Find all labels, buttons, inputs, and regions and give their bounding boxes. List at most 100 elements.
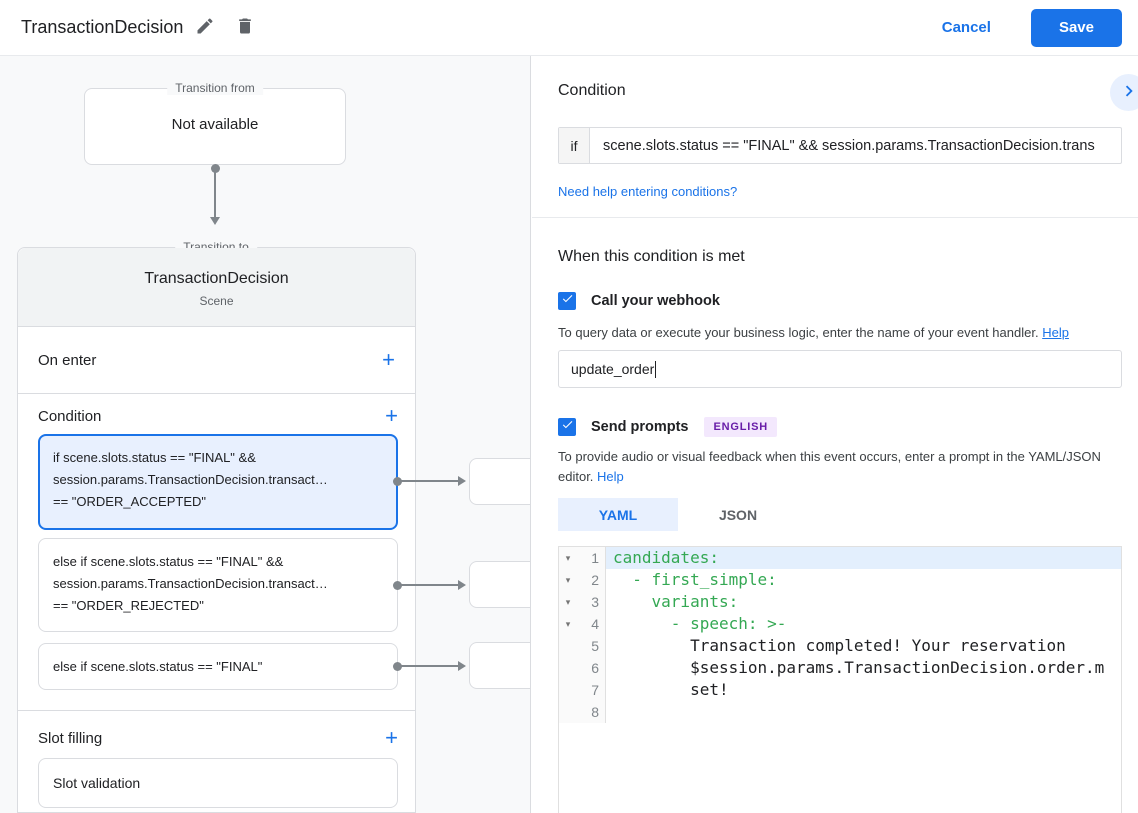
add-slot-icon[interactable]: + — [385, 725, 398, 750]
chevron-right-icon — [1118, 80, 1138, 105]
code-text: - first_simple: — [613, 570, 777, 589]
connector-dot — [393, 477, 402, 486]
tab-json[interactable]: JSON — [718, 506, 758, 523]
condition-card-line: else if scene.slots.status == "FINAL" && — [53, 554, 284, 569]
condition-help-link[interactable]: Need help entering conditions? — [558, 184, 738, 199]
webhook-description-text: To query data or execute your business l… — [558, 325, 1039, 340]
condition-card-line: session.params.TransactionDecision.trans… — [53, 576, 328, 591]
gutter-cell: ▾4 — [559, 613, 606, 635]
scene-header[interactable]: TransactionDecision Scene — [18, 248, 415, 327]
slot-validation-card[interactable]: Slot validation — [38, 758, 398, 808]
gutter-cell: 8 — [559, 701, 606, 723]
when-met-heading: When this condition is met — [558, 248, 745, 265]
trash-icon — [235, 16, 255, 39]
fold-caret-icon[interactable]: ▾ — [565, 553, 571, 563]
tab-yaml[interactable]: YAML — [558, 498, 678, 531]
code-text: Transaction completed! Your reservation — [613, 636, 1066, 655]
code-line[interactable]: 5 Transaction completed! Your reservatio… — [559, 635, 1121, 657]
fold-caret-icon[interactable]: ▾ — [565, 619, 571, 629]
call-webhook-checkbox[interactable] — [558, 292, 576, 310]
condition-card-accepted[interactable]: if scene.slots.status == "FINAL" && sess… — [38, 434, 398, 530]
gutter-cell: 7 — [559, 679, 606, 701]
call-webhook-row: Call your webhook — [558, 292, 720, 310]
code-line[interactable]: 8 — [559, 701, 1121, 723]
transition-target-box[interactable] — [469, 458, 530, 505]
connector-line — [400, 665, 458, 667]
call-webhook-label: Call your webhook — [591, 293, 720, 309]
code-text — [606, 701, 1121, 723]
add-on-enter-icon[interactable]: + — [382, 347, 395, 372]
code-line[interactable]: ▾4 - speech: >- — [559, 613, 1121, 635]
gutter-cell: ▾1 — [559, 547, 606, 569]
collapse-panel-button[interactable] — [1110, 74, 1138, 111]
condition-expression-field[interactable]: if scene.slots.status == "FINAL" && sess… — [558, 127, 1122, 164]
save-button[interactable]: Save — [1030, 8, 1122, 47]
condition-card-line: if scene.slots.status == "FINAL" && — [53, 450, 256, 465]
arrow-right-icon — [458, 476, 466, 486]
prompt-code-editor[interactable]: ▾1 candidates: ▾2 - first_simple: ▾3 var… — [558, 546, 1122, 813]
gutter-cell: ▾3 — [559, 591, 606, 613]
code-line[interactable]: 7 set! — [559, 679, 1121, 701]
condition-card-line: session.params.TransactionDecision.trans… — [53, 472, 328, 487]
edit-title-button[interactable] — [187, 10, 223, 46]
gutter-cell: ▾2 — [559, 569, 606, 591]
transition-target-box[interactable] — [469, 561, 530, 608]
webhook-help-link[interactable]: Help — [1042, 325, 1069, 340]
send-prompts-row: Send prompts ENGLISH — [558, 417, 777, 437]
top-bar-actions: Cancel Save — [926, 8, 1122, 47]
arrow-right-icon — [458, 661, 466, 671]
line-number: 6 — [591, 660, 599, 676]
condition-label: Condition — [38, 407, 102, 425]
connector-dot — [393, 581, 402, 590]
arrow-right-icon — [458, 580, 466, 590]
line-number: 3 — [591, 594, 599, 610]
condition-card-final[interactable]: else if scene.slots.status == "FINAL" — [38, 643, 398, 690]
fold-caret-icon[interactable]: ▾ — [565, 597, 571, 607]
top-bar: TransactionDecision Cancel Save — [0, 0, 1138, 56]
text-cursor — [655, 360, 657, 378]
code-line[interactable]: ▾2 - first_simple: — [559, 569, 1121, 591]
page-title: TransactionDecision — [21, 17, 184, 37]
arrow-down-icon — [210, 217, 220, 225]
transition-from-text: Not available — [171, 116, 259, 133]
code-line[interactable]: ▾3 variants: — [559, 591, 1121, 613]
connector-line — [400, 480, 458, 482]
code-line[interactable]: 6 $session.params.TransactionDecision.or… — [559, 657, 1121, 679]
code-text: $session.params.TransactionDecision.orde… — [613, 658, 1105, 677]
line-number: 1 — [591, 550, 599, 566]
code-text: variants: — [613, 592, 739, 611]
panel-condition-heading: Condition — [558, 82, 626, 99]
line-number: 4 — [591, 616, 599, 632]
on-enter-section[interactable]: On enter + — [18, 327, 415, 394]
scene-type-label: Scene — [199, 294, 234, 308]
send-prompts-checkbox[interactable] — [558, 418, 576, 436]
transition-target-box[interactable] — [469, 642, 530, 689]
code-line[interactable]: ▾1 candidates: — [559, 547, 1121, 569]
add-condition-icon[interactable]: + — [385, 403, 398, 428]
condition-card-line: == "ORDER_REJECTED" — [53, 598, 204, 613]
webhook-description: To query data or execute your business l… — [558, 323, 1114, 343]
fold-caret-icon[interactable]: ▾ — [565, 575, 571, 585]
code-text: set! — [613, 680, 729, 699]
condition-expression-input[interactable]: scene.slots.status == "FINAL" && session… — [603, 137, 1095, 154]
on-enter-label: On enter — [38, 351, 97, 369]
gutter-cell: 6 — [559, 657, 606, 679]
condition-card-line: == "ORDER_ACCEPTED" — [53, 494, 206, 509]
connector-line — [214, 168, 216, 218]
scene-name: TransactionDecision — [144, 270, 289, 287]
slot-validation-label: Slot validation — [53, 775, 141, 791]
delete-scene-button[interactable] — [227, 10, 263, 46]
slot-filling-section-header: Slot filling + — [38, 725, 398, 750]
editor-format-tabs: YAML JSON — [558, 498, 798, 531]
section-divider — [18, 710, 415, 711]
webhook-handler-input[interactable]: update_order — [558, 350, 1122, 388]
code-text: candidates: — [606, 547, 1121, 569]
language-badge: ENGLISH — [704, 417, 777, 437]
line-number: 2 — [591, 572, 599, 588]
cancel-button[interactable]: Cancel — [926, 11, 1007, 44]
condition-card-rejected[interactable]: else if scene.slots.status == "FINAL" &&… — [38, 538, 398, 632]
connector-line — [400, 584, 458, 586]
prompts-help-link[interactable]: Help — [597, 469, 624, 484]
prompts-description: To provide audio or visual feedback when… — [558, 447, 1114, 487]
